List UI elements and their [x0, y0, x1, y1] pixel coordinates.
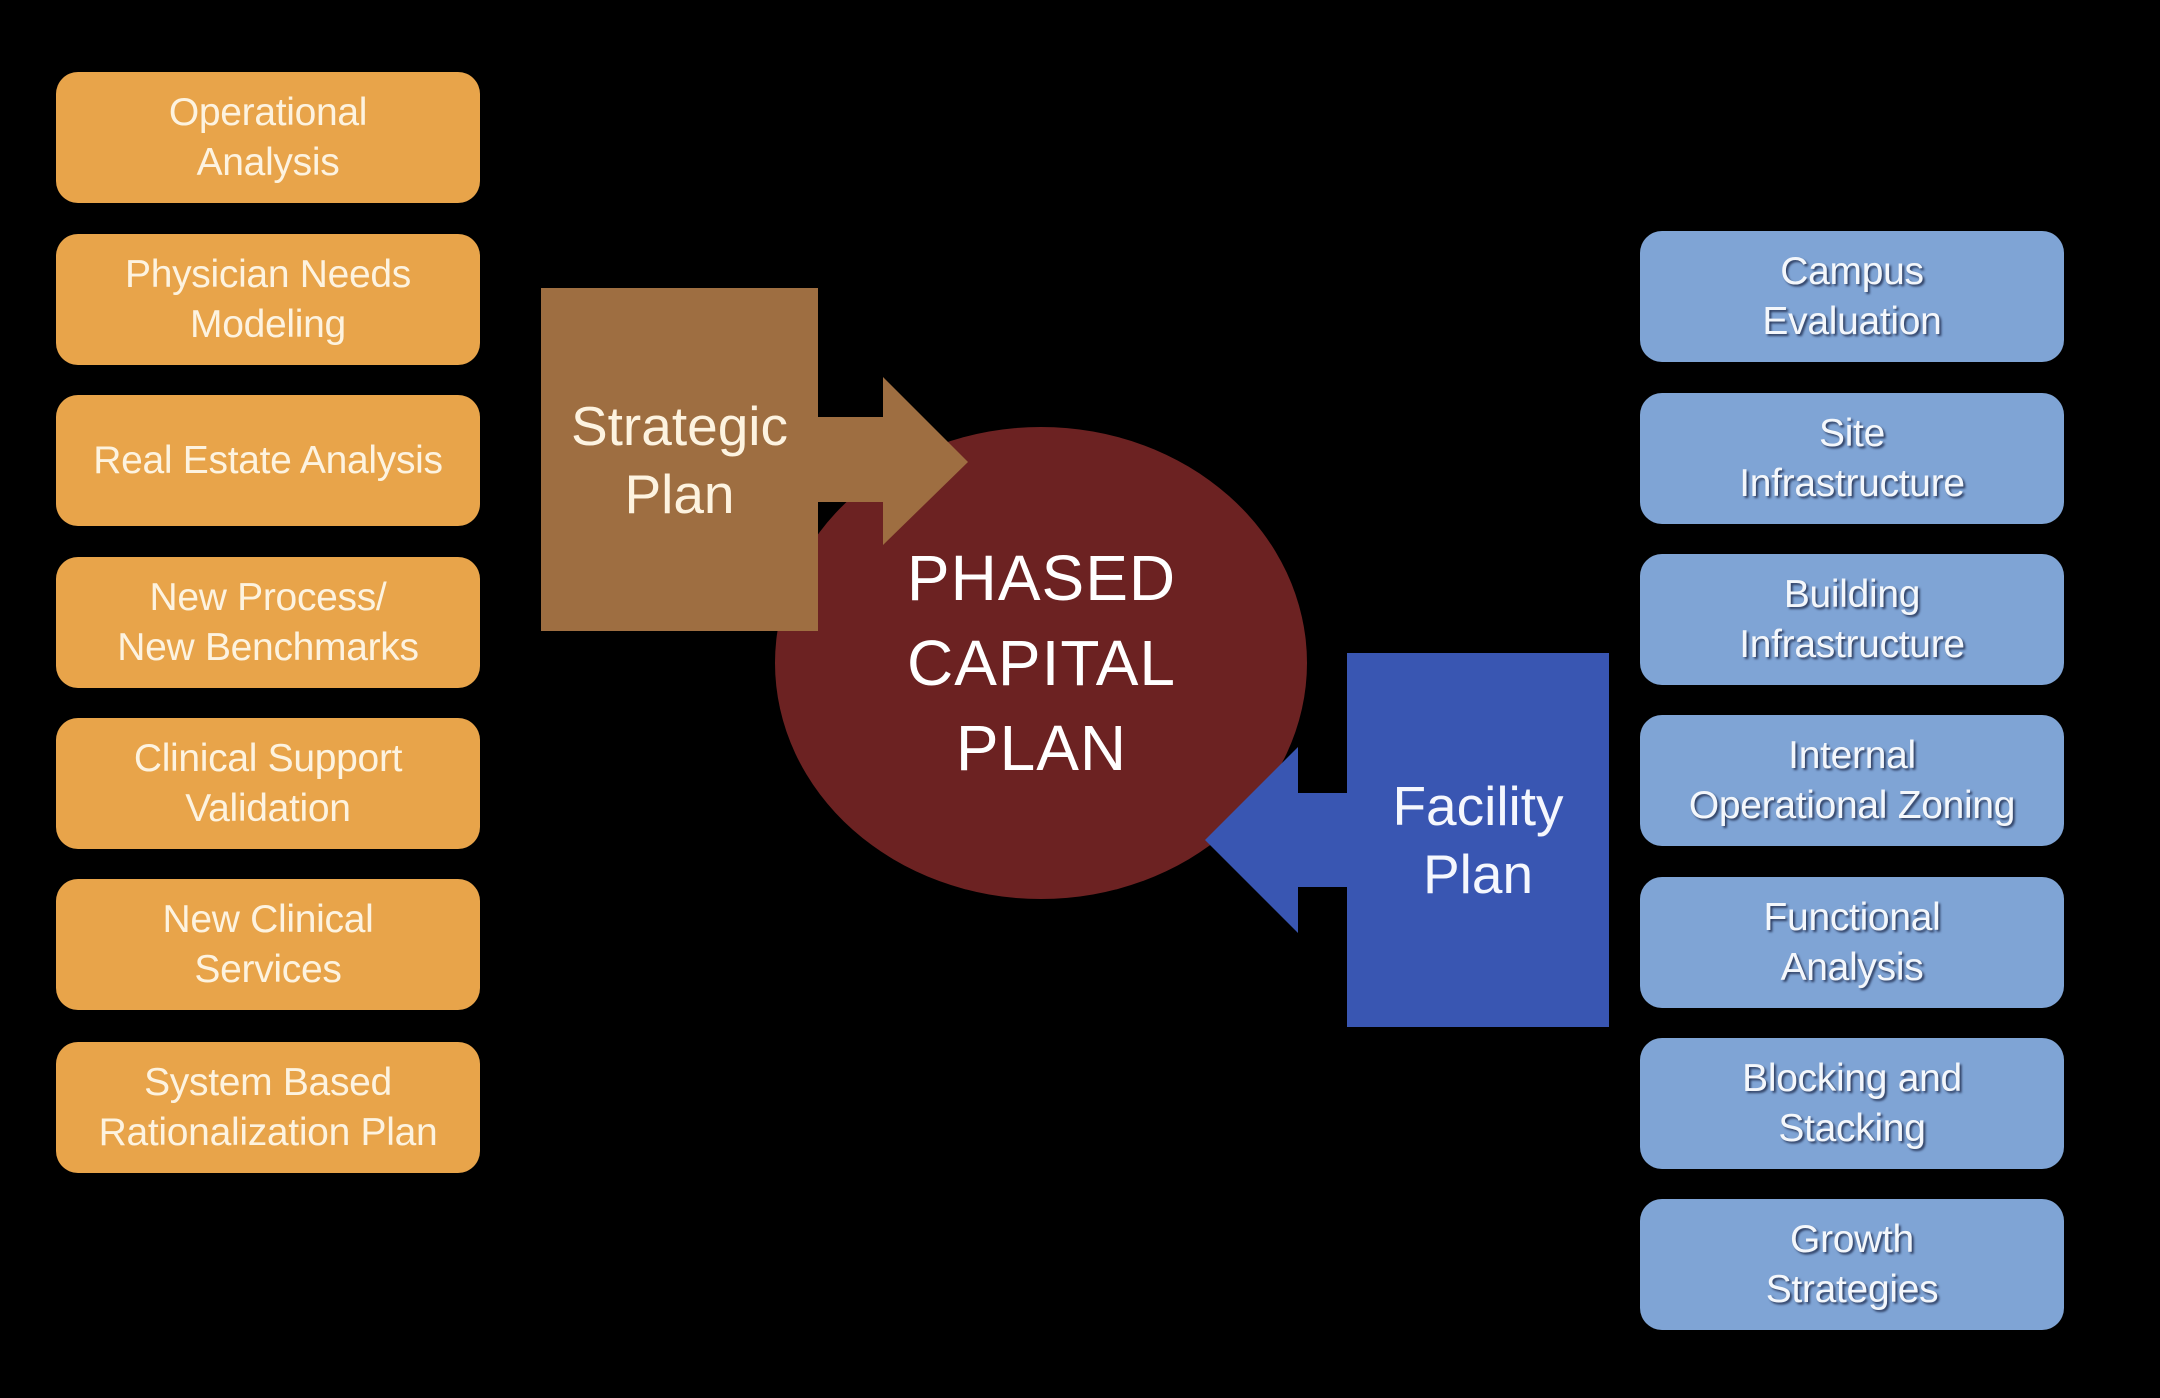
strategic-input-clinical-support-validation: Clinical Support Validation [56, 718, 480, 849]
strategic-input-label: New Clinical Services [162, 897, 374, 991]
facility-input-label: Site Infrastructure [1739, 411, 1965, 505]
facility-input-label: Blocking and Stacking [1742, 1056, 1962, 1150]
facility-input-label: Growth Strategies [1765, 1217, 1939, 1311]
facility-input-functional-analysis: Functional Analysis [1640, 877, 2064, 1008]
facility-arrow-left-icon [1205, 747, 1355, 933]
strategic-input-label: New Process/ New Benchmarks [117, 575, 419, 669]
strategic-input-real-estate-analysis: Real Estate Analysis [56, 395, 480, 526]
phased-capital-plan-label: PHASED CAPITAL PLAN [906, 541, 1177, 784]
facility-input-label: Campus Evaluation [1762, 249, 1942, 343]
strategic-input-physician-needs-modeling: Physician Needs Modeling [56, 234, 480, 365]
strategic-input-system-based-rationalization: System Based Rationalization Plan [56, 1042, 480, 1173]
strategic-input-label: Physician Needs Modeling [125, 252, 411, 346]
facility-plan-label: Facility Plan [1392, 775, 1564, 905]
strategic-input-new-clinical-services: New Clinical Services [56, 879, 480, 1010]
strategic-input-new-process-benchmarks: New Process/ New Benchmarks [56, 557, 480, 688]
facility-input-site-infrastructure: Site Infrastructure [1640, 393, 2064, 524]
strategic-input-label: Real Estate Analysis [93, 438, 443, 482]
strategic-input-label: Operational Analysis [168, 90, 368, 184]
strategic-plan-box [541, 288, 818, 631]
facility-input-growth-strategies: Growth Strategies [1640, 1199, 2064, 1330]
strategic-plan-label: Strategic Plan [570, 394, 789, 525]
facility-input-internal-operational-zoning: Internal Operational Zoning [1640, 715, 2064, 846]
strategic-input-operational-analysis: Operational Analysis [56, 72, 480, 203]
strategic-input-label: System Based Rationalization Plan [98, 1060, 438, 1154]
facility-plan-box [1347, 653, 1609, 1027]
facility-input-campus-evaluation: Campus Evaluation [1640, 231, 2064, 362]
facility-input-label: Functional Analysis [1763, 895, 1941, 989]
facility-input-blocking-and-stacking: Blocking and Stacking [1640, 1038, 2064, 1169]
strategic-arrow-right-icon [810, 377, 968, 545]
phased-capital-plan-circle [775, 427, 1307, 899]
strategic-input-label: Clinical Support Validation [133, 736, 403, 830]
facility-input-label: Building Infrastructure [1739, 572, 1965, 666]
facility-input-label: Internal Operational Zoning [1688, 733, 2016, 827]
facility-input-building-infrastructure: Building Infrastructure [1640, 554, 2064, 685]
